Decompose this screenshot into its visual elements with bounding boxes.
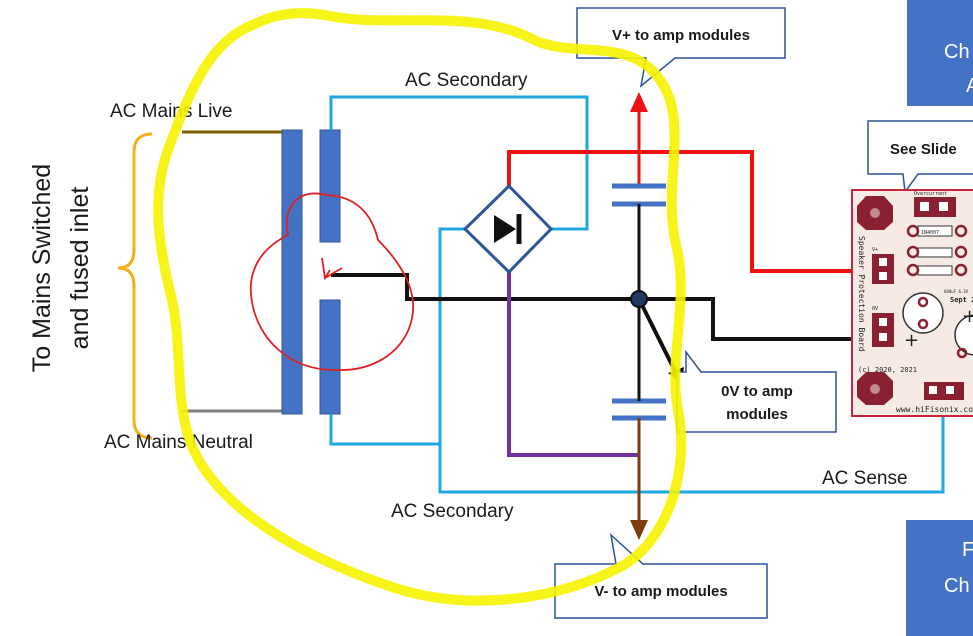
transformer-secondary-lower [319,299,341,415]
see-slide-callout-text: See Slide [890,141,957,158]
board-date: Sept 2 [950,296,973,304]
svg-text:+: + [904,330,919,351]
svg-text:+: + [962,306,973,327]
board-part-1n4007: 1N4007 [921,230,939,236]
vminus-callout-text: V- to amp modules [594,583,727,600]
vplus-arrow-icon [630,92,648,112]
vplus-terminal [872,254,894,284]
ac-mains-live-label: AC Mains Live [110,101,233,122]
transformer-primary [281,129,303,415]
board-title: Speaker Protection Board [857,236,866,352]
positive-rail-wire [507,150,855,273]
see-slide-callout [867,120,973,195]
zero-v-callout-line1: 0V to amp [721,383,793,400]
board-vplus: V+ [872,247,878,253]
yellow-highlight [153,8,687,606]
side-box-bottom-line2: Ch [944,575,970,597]
side-box-top-line1: Ch [944,41,970,63]
ac-secondary-loop-wire [438,227,945,494]
red-annotation-tick [321,257,343,281]
board-overcurrent: Overcurrent [914,191,947,197]
ac-secondary-bottom-wire [329,414,440,446]
mains-inlet-line2: and fused inlet [66,187,94,350]
ac-secondary-bottom-label: AC Secondary [391,501,514,522]
ac-sense-label: AC Sense [822,468,908,489]
board-copyright: (c) 2020, 2021 [858,366,917,374]
side-box-top [907,0,973,106]
side-box-top-line2: A [966,75,973,97]
side-box-bottom [906,520,973,636]
vminus-callout [554,532,768,619]
side-box-bottom-line1: F [962,539,973,561]
board-cap-label: 680uF 6.3V [944,289,969,294]
zero-v-terminal [872,313,894,347]
ground-node [630,290,648,308]
diode-icon [494,215,516,243]
capacitor-c5 [902,292,944,334]
ground-wire-to-board [639,297,855,341]
red-annotation-circle [249,192,414,371]
ac-secondary-top-wire [329,95,589,231]
ac-mains-neutral-label: AC Mains Neutral [104,432,253,453]
ac-secondary-top-label: AC Secondary [405,70,528,91]
zero-v-callout-line2: modules [726,406,788,423]
board-url: www.hiFisonix.com [896,405,973,414]
vplus-callout-text: V+ to amp modules [612,27,750,44]
vminus-arrow-icon [630,520,648,540]
mains-inlet-line1: To Mains Switched [28,164,56,372]
transformer-secondary-upper [319,129,341,243]
zero-v-arrow-line [637,298,678,374]
negative-rail-wire [507,272,639,457]
board-zero-v: 0V [872,306,878,312]
mains-bracket [117,132,153,440]
protection-board: + + Speaker Protection Board (c) 2020, 2… [851,189,973,417]
ground-wire-from-transformer [331,273,639,301]
capacitor-c6 [954,314,973,356]
